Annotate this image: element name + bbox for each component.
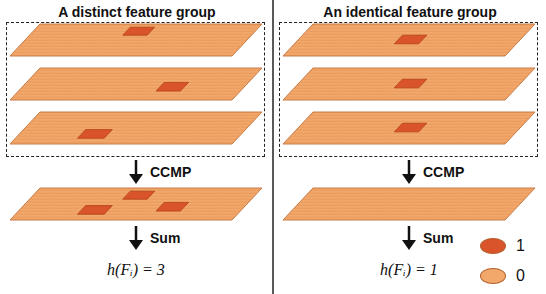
active-patch xyxy=(123,27,155,35)
feature-map xyxy=(10,112,262,144)
feature-map xyxy=(283,24,535,56)
legend-label: 0 xyxy=(516,267,525,285)
active-patch xyxy=(78,130,113,139)
arrow-head xyxy=(129,174,143,184)
feature-group-box: A distinct feature group xyxy=(6,22,265,157)
arrow-head xyxy=(129,240,143,250)
feature-map xyxy=(283,68,535,100)
active-patch xyxy=(394,79,427,88)
flow-arrow xyxy=(408,226,411,242)
operation-label: CCMP xyxy=(150,164,191,180)
operation-label: Sum xyxy=(150,230,180,246)
feature-map xyxy=(283,188,535,220)
feature-map xyxy=(10,188,262,220)
active-patch xyxy=(78,206,113,215)
arrow-head xyxy=(402,240,416,250)
legend-swatch xyxy=(480,268,506,284)
legend-label: 1 xyxy=(516,237,525,255)
group-heading: An identical feature group xyxy=(323,4,496,20)
active-patch xyxy=(156,82,189,91)
active-patch xyxy=(156,202,189,211)
flow-arrow xyxy=(408,160,411,176)
formula-result: h(Fᵢ) = 3 xyxy=(107,261,165,279)
feature-group-box: An identical feature group xyxy=(279,22,538,157)
operation-label: CCMP xyxy=(423,164,464,180)
legend-swatch xyxy=(480,238,506,254)
active-patch xyxy=(394,123,427,132)
arrow-head xyxy=(402,174,416,184)
active-patch xyxy=(123,191,155,199)
panel-divider xyxy=(272,0,274,294)
group-heading: A distinct feature group xyxy=(58,4,215,20)
active-patch xyxy=(394,35,427,44)
operation-label: Sum xyxy=(423,230,453,246)
feature-map xyxy=(283,112,535,144)
feature-map xyxy=(10,24,262,56)
flow-arrow xyxy=(135,160,138,176)
formula-result: h(Fᵢ) = 1 xyxy=(380,261,438,279)
flow-arrow xyxy=(135,226,138,242)
feature-map xyxy=(10,68,262,100)
